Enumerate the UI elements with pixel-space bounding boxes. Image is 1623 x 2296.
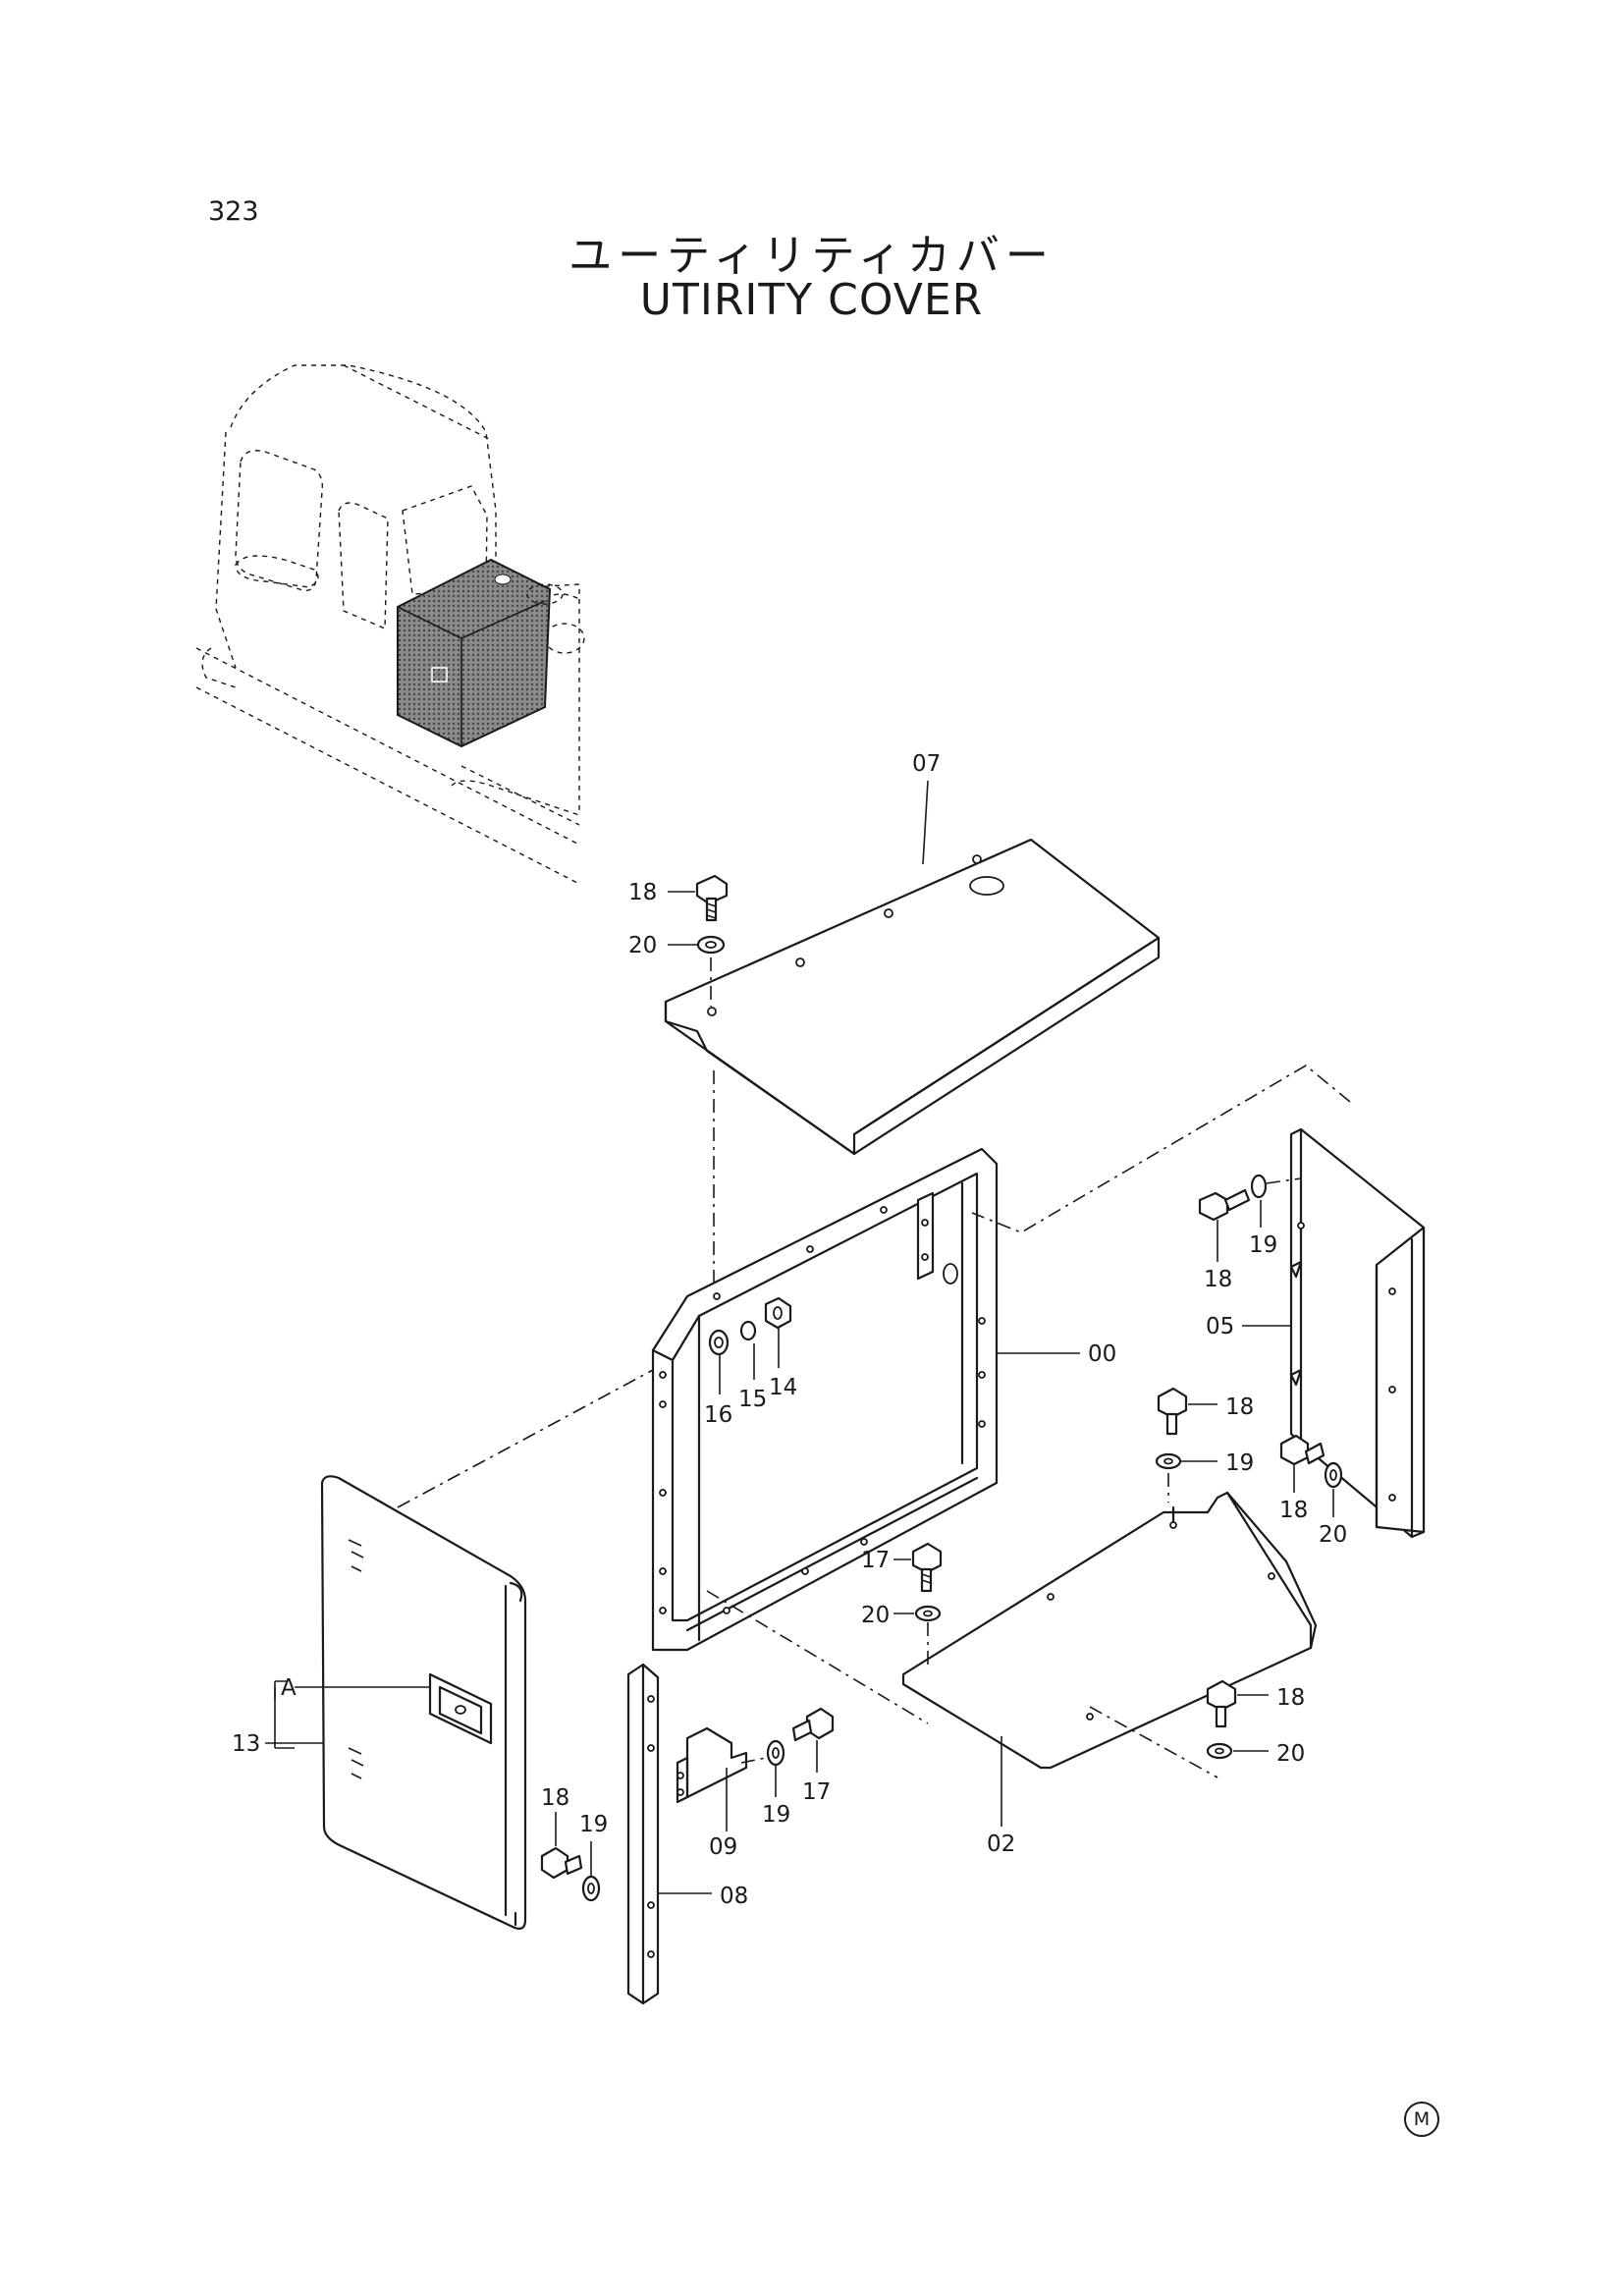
excavator-inset xyxy=(195,364,585,885)
nut-14 xyxy=(764,1296,792,1368)
callout-13: 13 xyxy=(232,1731,260,1757)
bolt-18-right xyxy=(1198,1188,1251,1262)
callout-19-mid: 19 xyxy=(1225,1450,1254,1476)
title-japanese: ユーティリティカバー xyxy=(568,231,1055,281)
part-13-door xyxy=(265,1369,654,1930)
callout-20-mid2: 20 xyxy=(861,1603,890,1628)
washer-19-mid xyxy=(1155,1452,1217,1470)
washer-19-low xyxy=(766,1739,785,1797)
callout-17-low: 17 xyxy=(802,1779,831,1805)
bolt-18-mid2 xyxy=(1279,1434,1325,1493)
bolt-17-low xyxy=(791,1707,835,1773)
part-00-frame xyxy=(651,1147,1080,1652)
washer-20-low xyxy=(1206,1742,1269,1760)
washer-16 xyxy=(708,1329,730,1394)
part-08-hinge-strip xyxy=(626,1663,712,2005)
callout-16: 16 xyxy=(704,1402,732,1428)
callout-20-mid: 20 xyxy=(1319,1522,1347,1548)
callout-20-low: 20 xyxy=(1276,1741,1305,1767)
callout-14: 14 xyxy=(769,1375,797,1400)
lock-washer-15 xyxy=(739,1320,757,1380)
callout-17-mid: 17 xyxy=(861,1548,890,1573)
callout-18-right: 18 xyxy=(1204,1267,1232,1292)
washer-20-top xyxy=(668,935,726,955)
bolt-17-mid xyxy=(893,1542,943,1593)
washer-19-right xyxy=(1250,1174,1268,1228)
washer-20-mid xyxy=(1324,1461,1343,1517)
callout-18-low: 18 xyxy=(1276,1685,1305,1711)
utility-cover-highlight xyxy=(397,558,552,748)
callout-A: A xyxy=(281,1675,297,1701)
part-05-right-panel xyxy=(971,1065,1426,1539)
callout-18-mid: 18 xyxy=(1225,1394,1254,1420)
callout-18-top: 18 xyxy=(628,880,657,905)
page-number: 323 xyxy=(208,196,259,227)
washer-20-mid2 xyxy=(893,1605,942,1622)
part-02-bottom-plate xyxy=(901,1491,1318,1827)
callout-19-low: 19 xyxy=(762,1802,790,1828)
bolt-18-top xyxy=(668,874,729,922)
bolt-18-left xyxy=(540,1812,583,1880)
callout-19-right: 19 xyxy=(1249,1232,1277,1258)
bolt-18-low xyxy=(1206,1679,1269,1728)
callout-02: 02 xyxy=(987,1831,1015,1857)
callout-07: 07 xyxy=(912,751,941,777)
callout-00: 00 xyxy=(1088,1341,1116,1367)
callout-09: 09 xyxy=(709,1834,737,1860)
title-english: UTIRITY COVER xyxy=(639,275,984,325)
callout-05: 05 xyxy=(1206,1314,1234,1339)
callout-19-left: 19 xyxy=(579,1812,608,1837)
callout-18-mid2: 18 xyxy=(1279,1498,1308,1523)
callout-08: 08 xyxy=(720,1884,748,1909)
callout-18-left: 18 xyxy=(541,1785,569,1811)
callout-15: 15 xyxy=(738,1387,767,1412)
washer-19-left xyxy=(581,1841,601,1902)
part-09-hinge xyxy=(676,1726,748,1831)
callout-20-top: 20 xyxy=(628,933,657,958)
bolt-18-mid xyxy=(1157,1387,1217,1436)
catalog-mark-symbol: M xyxy=(1404,2102,1439,2137)
part-07-top-plate xyxy=(664,780,1161,1156)
